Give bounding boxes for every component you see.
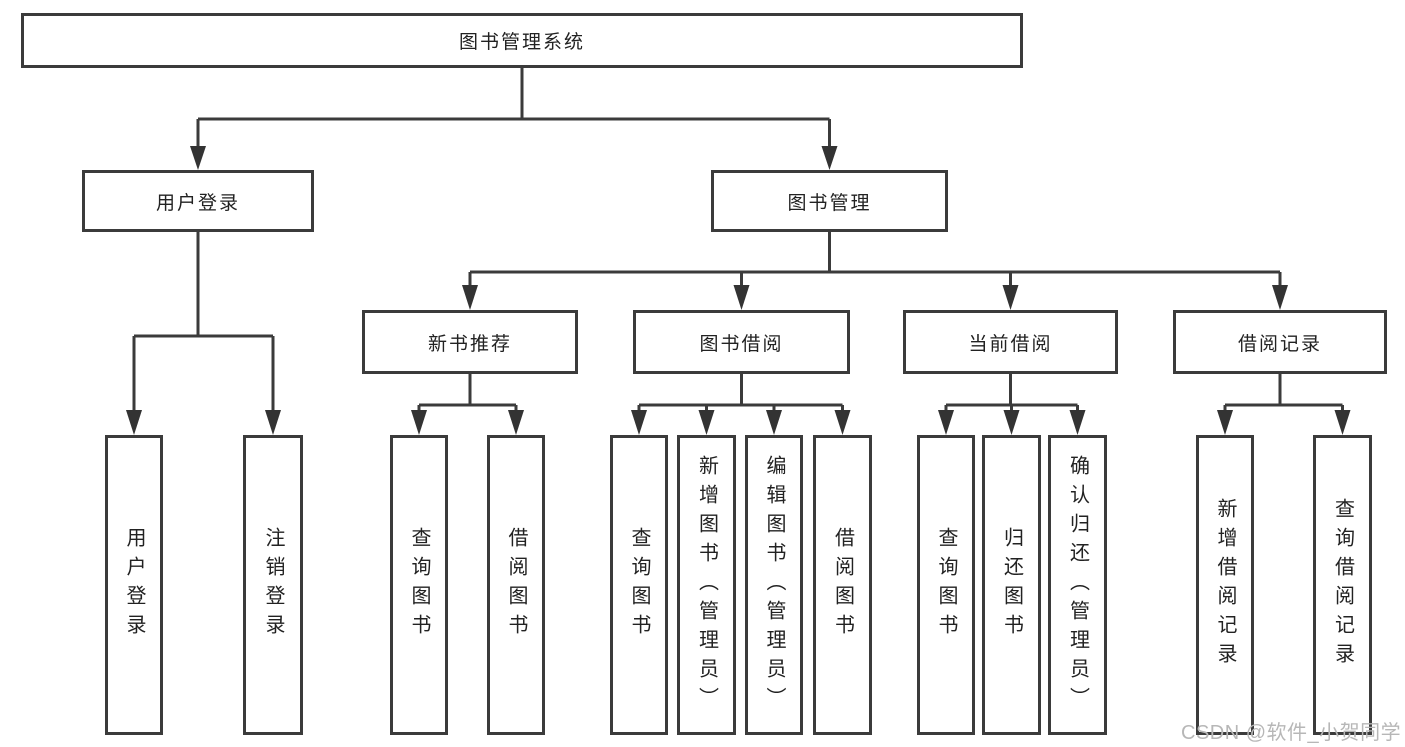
leaf-add-borrow-record-label: 新增借阅记录 (1214, 498, 1236, 672)
leaf-query-books-3-label: 查询图书 (935, 527, 957, 643)
leaf-return-books: 归还图书 (982, 435, 1041, 735)
leaf-borrow-books-2: 借阅图书 (813, 435, 872, 735)
leaf-logout-label: 注销登录 (262, 527, 284, 643)
node-current-borrowing-label: 当前借阅 (968, 333, 1053, 355)
leaf-edit-books-admin: 编辑图书（管理员） (745, 435, 803, 735)
node-borrowing-records: 借阅记录 (1173, 310, 1387, 374)
node-borrowing-records-label: 借阅记录 (1237, 333, 1322, 355)
leaf-confirm-return-admin-label: 确认归还（管理员） (1066, 454, 1089, 716)
leaf-borrow-books-1: 借阅图书 (487, 435, 545, 735)
connector-user-login-to-leaves (126, 232, 281, 435)
leaf-add-books-admin: 新增图书（管理员） (677, 435, 736, 735)
node-library-system-label: 图书管理系统 (458, 32, 585, 53)
connector-root-to-level2 (190, 68, 838, 170)
node-new-book-recommend-label: 新书推荐 (427, 333, 512, 355)
connector-book-borrow-to-leaves (631, 374, 851, 435)
leaf-query-books-1: 查询图书 (390, 435, 448, 735)
connector-new-book-to-leaves (411, 374, 524, 435)
node-current-borrowing: 当前借阅 (903, 310, 1118, 374)
leaf-query-borrow-record-label: 查询借阅记录 (1331, 498, 1354, 672)
leaf-borrow-books-1-label: 借阅图书 (505, 527, 527, 643)
node-book-management: 图书管理 (711, 170, 948, 232)
node-user-login-label: 用户登录 (155, 192, 240, 214)
connector-book-mgmt-to-level3 (462, 232, 1288, 310)
leaf-query-books-3: 查询图书 (917, 435, 975, 735)
leaf-add-borrow-record: 新增借阅记录 (1196, 435, 1254, 735)
node-library-system: 图书管理系统 (21, 13, 1023, 68)
leaf-add-books-admin-label: 新增图书（管理员） (695, 454, 718, 716)
node-book-management-label: 图书管理 (787, 192, 872, 214)
leaf-edit-books-admin-label: 编辑图书（管理员） (763, 454, 785, 716)
leaf-user-login: 用户登录 (105, 435, 163, 735)
connector-current-borrow-to-leaves (938, 374, 1086, 435)
node-book-borrowing-label: 图书借阅 (699, 333, 784, 355)
leaf-logout: 注销登录 (243, 435, 303, 735)
leaf-return-books-label: 归还图书 (1000, 527, 1023, 643)
csdn-watermark: CSDN @软件_小贺同学 (1181, 722, 1402, 744)
leaf-query-books-2-label: 查询图书 (628, 527, 650, 643)
node-new-book-recommend: 新书推荐 (362, 310, 578, 374)
node-book-borrowing: 图书借阅 (633, 310, 850, 374)
leaf-query-books-2: 查询图书 (610, 435, 668, 735)
leaf-query-borrow-record: 查询借阅记录 (1313, 435, 1372, 735)
leaf-query-books-1-label: 查询图书 (408, 527, 430, 643)
leaf-user-login-label: 用户登录 (123, 527, 145, 643)
node-user-login: 用户登录 (82, 170, 314, 232)
leaf-borrow-books-2-label: 借阅图书 (831, 527, 854, 643)
connector-borrow-records-to-leaves (1217, 374, 1351, 435)
leaf-confirm-return-admin: 确认归还（管理员） (1048, 435, 1107, 735)
